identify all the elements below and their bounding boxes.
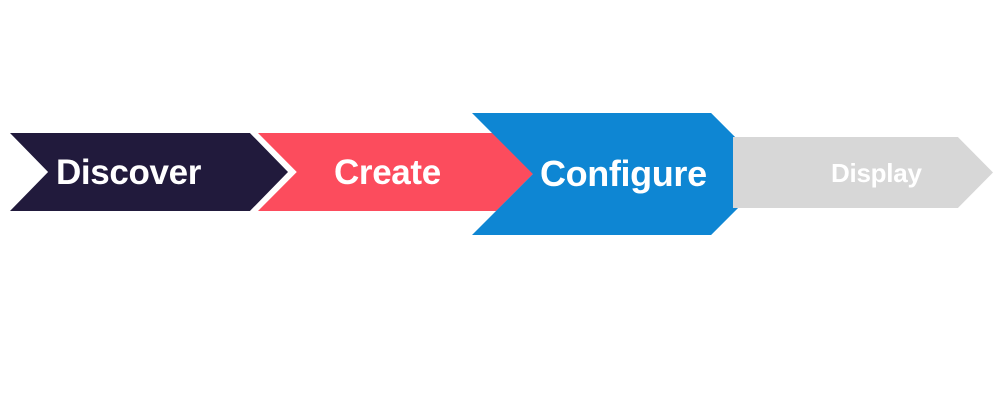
- process-step-label: Configure: [540, 153, 707, 194]
- process-step-label: Display: [831, 157, 922, 188]
- process-step-discover[interactable]: Discover: [10, 133, 288, 211]
- process-step-label: Create: [334, 152, 441, 192]
- process-step-create[interactable]: Create: [258, 133, 535, 211]
- process-step-display[interactable]: Display: [733, 137, 993, 208]
- process-step-label: Discover: [56, 152, 202, 192]
